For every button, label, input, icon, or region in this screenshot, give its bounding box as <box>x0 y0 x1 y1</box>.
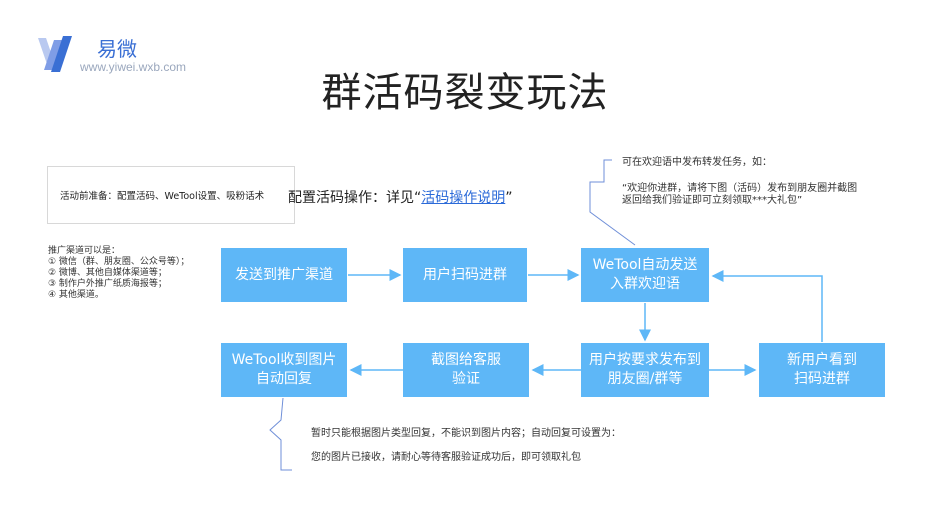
box-label-line1: WeTool自动发送 <box>592 257 698 273</box>
arrow-b5-b3 <box>711 270 823 342</box>
config-note: 配置活码操作：详见“活码操作说明” <box>288 187 513 207</box>
channel-item: ③ 制作户外推广纸质海报等； <box>48 279 167 289</box>
reply-note-line1: 暂时只能根据图片类型回复，不能识到图片内容；自动回复可设置为： <box>311 428 621 439</box>
callout-bottom <box>269 397 292 471</box>
box-screenshot: 截图给客服 验证 <box>403 343 529 397</box>
channels-note: 推广渠道可以是： ① 微信（群、朋友圈、公众号等）； ② 微博、其他自媒体渠道等… <box>48 246 189 301</box>
box-label-line2: 自动回复 <box>256 371 312 387</box>
box-post-moments: 用户按要求发布到 朋友圈/群等 <box>581 343 709 397</box>
channel-item: ④ 其他渠道。 <box>48 290 104 300</box>
prep-text: 活动前准备：配置活码、WeTool设置、吸粉话术 <box>60 191 265 202</box>
welcome-note: 可在欢迎语中发布转发任务，如： “欢迎你进群，请将下图（活码）发布到朋友圈并截图… <box>622 157 912 207</box>
welcome-note-line3: 返回给我们验证即可立刻领取***大礼包” <box>622 195 803 206</box>
logo-mark-icon <box>38 36 72 72</box>
box-label: 发送到推广渠道 <box>235 266 333 283</box>
box-label-line1: 用户按要求发布到 <box>589 352 701 368</box>
welcome-note-line1: 可在欢迎语中发布转发任务，如： <box>622 157 772 168</box>
box-send-channel: 发送到推广渠道 <box>221 248 347 302</box>
config-suffix: ” <box>505 190 513 206</box>
box-label-line1: 新用户看到 <box>787 352 857 368</box>
box-new-user: 新用户看到 扫码进群 <box>759 343 885 397</box>
config-prefix: 配置活码操作：详见“ <box>288 190 422 206</box>
box-auto-reply: WeTool收到图片 自动回复 <box>221 343 347 397</box>
box-label-line2: 验证 <box>452 371 480 387</box>
callout-top <box>589 159 636 246</box>
page-title: 群活码裂变玩法 <box>321 70 609 116</box>
channels-head: 推广渠道可以是： <box>48 246 121 256</box>
logo-name: 易微 <box>97 37 137 61</box>
channel-item: ① 微信（群、朋友圈、公众号等）； <box>48 257 190 267</box>
welcome-note-line2: “欢迎你进群，请将下图（活码）发布到朋友圈并截图 <box>622 183 858 194</box>
channel-item: ② 微博、其他自媒体渠道等； <box>48 268 167 278</box>
prep-box: 活动前准备：配置活码、WeTool设置、吸粉话术 <box>47 166 295 224</box>
box-label-line2: 入群欢迎语 <box>610 276 680 292</box>
box-label-line2: 朋友圈/群等 <box>607 371 683 387</box>
box-label-line1: 截图给客服 <box>431 352 501 368</box>
logo-url: www.yiwei.wxb.com <box>80 60 187 74</box>
box-label-line1: WeTool收到图片 <box>231 352 337 368</box>
box-label: 用户扫码进群 <box>423 266 507 283</box>
box-welcome: WeTool自动发送 入群欢迎语 <box>581 248 709 302</box>
reply-note: 暂时只能根据图片类型回复，不能识到图片内容；自动回复可设置为： 您的图片已接收，… <box>311 428 731 464</box>
reply-note-line2: 您的图片已接收，请耐心等待客服验证成功后，即可领取礼包 <box>311 452 581 463</box>
config-link[interactable]: 活码操作说明 <box>421 190 506 206</box>
box-scan-join: 用户扫码进群 <box>403 248 527 302</box>
box-label-line2: 扫码进群 <box>794 371 850 387</box>
